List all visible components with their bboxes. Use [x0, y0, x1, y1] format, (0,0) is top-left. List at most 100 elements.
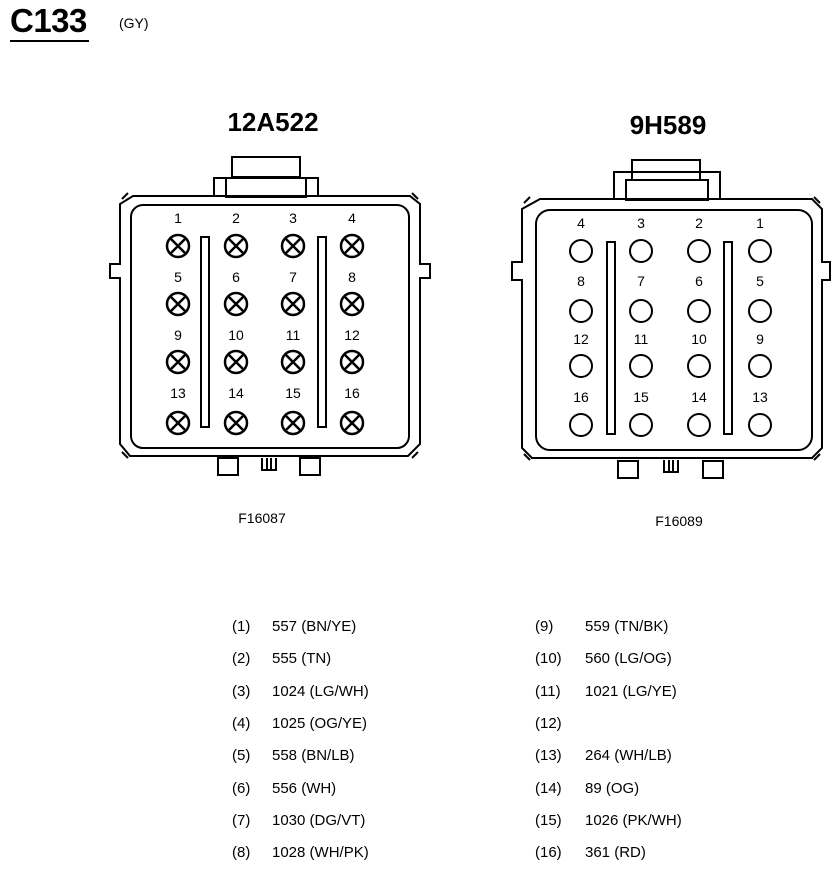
- circuit-pin-number: (6): [232, 779, 251, 797]
- pin-cavity: [223, 291, 249, 317]
- pin-cross-mark: [228, 415, 244, 431]
- pin-label: 6: [695, 273, 703, 289]
- pin-label: 10: [228, 327, 244, 343]
- circuit-pin-number: (11): [535, 682, 561, 700]
- pin-label: 16: [573, 389, 589, 405]
- pin-cross-mark: [344, 238, 360, 254]
- circuit-pin-number: (7): [232, 811, 251, 829]
- shell-inner-right: [535, 209, 813, 451]
- circuit-pin-number: (10): [535, 650, 562, 668]
- pin-label: 3: [289, 210, 297, 226]
- pin-label: 6: [232, 269, 240, 285]
- circuit-value: 556 (WH): [272, 779, 337, 797]
- pin-cavity: [569, 354, 593, 378]
- pin-cavity: [629, 354, 653, 378]
- pin-label: 2: [695, 215, 703, 231]
- pin-cavity: [280, 233, 306, 259]
- circuit-value: 557 (BN/YE): [272, 618, 357, 635]
- pin-cross-mark: [228, 238, 244, 254]
- circuit-value: 361 (RD): [585, 844, 646, 862]
- pin-cavity: [687, 354, 711, 378]
- circuit-pin-number: (13): [535, 747, 562, 765]
- pin-cross-mark: [170, 238, 186, 254]
- pin-cross-mark: [228, 296, 244, 312]
- shell-outer-right: [511, 198, 831, 459]
- pin-cavity: [223, 410, 249, 436]
- circuit-value: 1026 (PK/WH): [585, 811, 682, 829]
- circuit-pin-number: (8): [232, 844, 251, 862]
- pin-cavity: [629, 299, 653, 323]
- circuit-value: 559 (TN/BK): [585, 618, 669, 635]
- circuit-pin-number: (12): [535, 714, 562, 732]
- latch-base-right: [613, 171, 721, 200]
- pin-cross-mark: [285, 238, 301, 254]
- pin-label: 7: [637, 273, 645, 289]
- pin-label: 5: [756, 273, 764, 289]
- pin-cavity: [165, 410, 191, 436]
- pin-cross-mark: [170, 354, 186, 370]
- separator-left-2: [317, 236, 327, 428]
- bottom-tab-right-1: [617, 460, 639, 479]
- pin-label: 12: [573, 331, 589, 347]
- pin-cavity: [165, 291, 191, 317]
- corner-marks-left: [121, 192, 419, 459]
- pin-cross-mark: [344, 415, 360, 431]
- pin-cross-mark: [285, 296, 301, 312]
- circuit-pin-number: (9): [535, 618, 554, 635]
- pin-cavity: [687, 413, 711, 437]
- bottom-tab-right-2: [702, 460, 724, 479]
- pin-cavity: [569, 239, 593, 263]
- circuit-pin-number: (4): [232, 714, 251, 732]
- circuit-pin-number: (16): [535, 844, 562, 862]
- latch-base-left: [213, 177, 319, 197]
- pin-label: 3: [637, 215, 645, 231]
- pin-label: 11: [286, 327, 301, 343]
- circuit-value: 560 (LG/OG): [585, 650, 672, 668]
- figure-id-left: F16087: [238, 510, 286, 526]
- pin-cavity: [339, 410, 365, 436]
- pin-cross-mark: [170, 296, 186, 312]
- pin-cavity: [280, 349, 306, 375]
- pin-cavity: [339, 349, 365, 375]
- pin-cavity: [687, 299, 711, 323]
- pin-label: 13: [752, 389, 768, 405]
- latch-inner-right: [625, 179, 709, 201]
- circuit-pin-number: (1): [232, 618, 251, 635]
- pin-cavity: [223, 349, 249, 375]
- corner-marks-right: [523, 196, 821, 461]
- pin-cross-mark: [285, 415, 301, 431]
- latch-top-right: [631, 159, 701, 181]
- circuit-pin-number: (2): [232, 650, 251, 668]
- part-number-left: 12A522: [227, 107, 318, 137]
- pin-cavity: [223, 233, 249, 259]
- pin-cross-mark: [228, 354, 244, 370]
- pin-cavity: [748, 239, 772, 263]
- bottom-tab-left-1: [217, 457, 239, 476]
- pin-cavity: [748, 413, 772, 437]
- bottom-tab-left-2: [299, 457, 321, 476]
- pin-cavity: [569, 299, 593, 323]
- pin-label: 7: [289, 269, 297, 285]
- part-number-right: 9H589: [630, 110, 707, 140]
- pin-label: 5: [174, 269, 182, 285]
- pin-label: 1: [756, 215, 764, 231]
- pin-cavity: [748, 299, 772, 323]
- pin-cavity: [165, 349, 191, 375]
- circuit-value: 1021 (LG/YE): [585, 682, 677, 700]
- circuit-pin-number: (14): [535, 779, 562, 797]
- pin-cross-mark: [170, 415, 186, 431]
- pin-label: 9: [756, 331, 764, 347]
- circuit-value: 1025 (OG/YE): [272, 714, 368, 732]
- pin-cavity: [280, 410, 306, 436]
- circuit-value: 264 (WH/LB): [585, 747, 672, 765]
- circuit-pin-number: (15): [535, 811, 562, 829]
- circuit-pin-number: (3): [232, 682, 251, 700]
- connector-color-code: (GY): [119, 15, 149, 31]
- pin-cavity: [339, 233, 365, 259]
- separator-left-1: [200, 236, 210, 428]
- pin-cavity: [280, 291, 306, 317]
- figure-id-right: F16089: [655, 513, 703, 529]
- pin-label: 9: [174, 327, 182, 343]
